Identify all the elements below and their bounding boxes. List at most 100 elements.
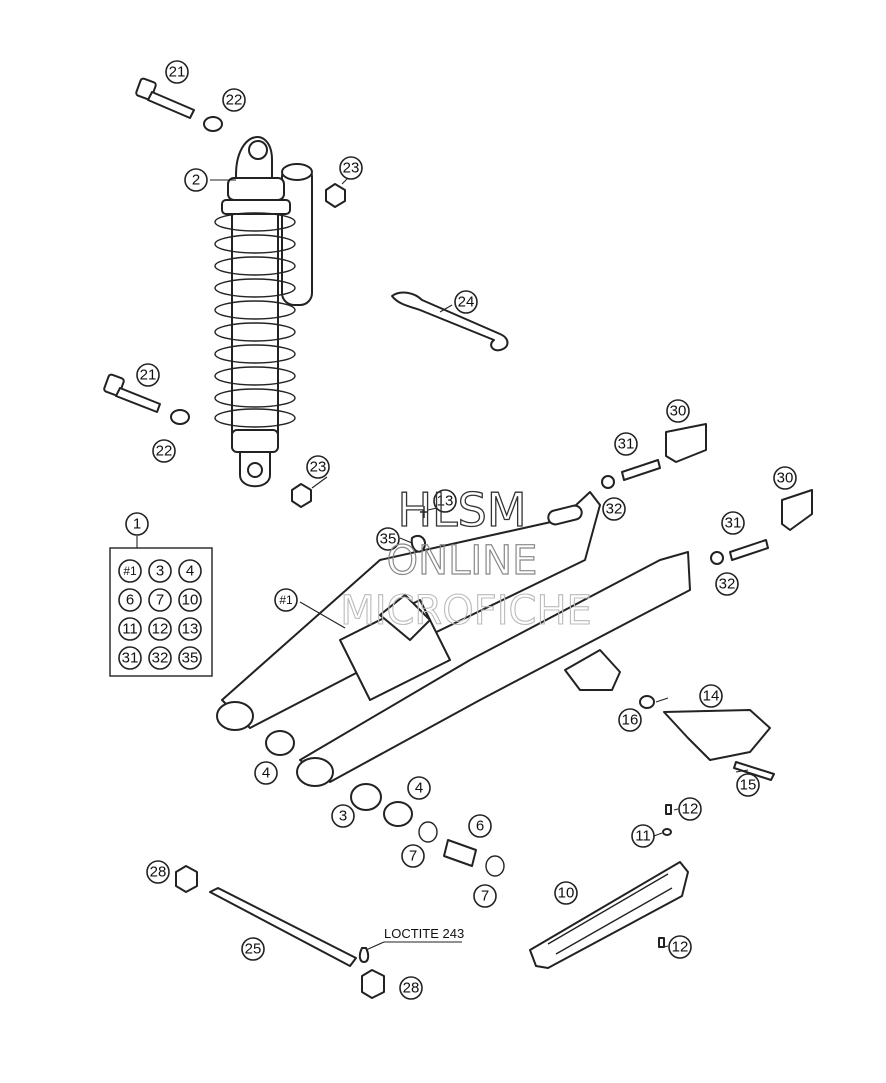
svg-text:23: 23 — [310, 459, 327, 476]
chain-guide-14 — [663, 709, 771, 761]
svg-text:15: 15 — [740, 777, 757, 794]
callout-11: 11 — [631, 824, 655, 848]
svg-text:7: 7 — [156, 592, 164, 609]
kit-item: 6 — [118, 588, 142, 612]
callout-21-lower: 21 — [136, 363, 160, 387]
callout-7-left: 7 — [401, 844, 425, 868]
callout-15: 15 — [736, 773, 760, 797]
bolt-31-lower — [729, 539, 769, 561]
callout-16: 16 — [618, 708, 642, 732]
grease-nipple-13 — [420, 506, 428, 518]
callout-22-lower: 22 — [152, 439, 176, 463]
kit-item: #1 — [118, 559, 142, 583]
bolt-21-lower — [103, 373, 161, 413]
svg-text:32: 32 — [152, 650, 169, 667]
svg-text:6: 6 — [126, 592, 134, 609]
watermark: HLSM ONLINE MICROFICHE — [340, 482, 593, 634]
svg-text:24: 24 — [458, 294, 475, 311]
kit-item: 12 — [148, 617, 172, 641]
svg-text:11: 11 — [122, 621, 138, 638]
nut-28-lower — [361, 969, 385, 999]
svg-text:35: 35 — [380, 531, 397, 548]
svg-text:31: 31 — [725, 515, 742, 532]
bushing-4-right — [383, 801, 413, 827]
svg-text:HLSM: HLSM — [397, 483, 526, 537]
callout-12-lower: 12 — [668, 935, 692, 959]
svg-text:6: 6 — [476, 818, 484, 835]
nut-23-upper — [325, 183, 346, 208]
callout-23-upper: 23 — [339, 156, 363, 180]
chain-slider-10 — [529, 861, 689, 969]
svg-text:#1: #1 — [279, 593, 293, 607]
svg-text:35: 35 — [182, 650, 199, 667]
svg-text:14: 14 — [703, 688, 720, 705]
o-ring-7-right — [485, 855, 505, 877]
callout-14: 14 — [699, 684, 723, 708]
svg-text:21: 21 — [140, 367, 157, 384]
kit-item: 31 — [118, 646, 142, 670]
callout-23-lower: 23 — [306, 455, 330, 479]
callout-10: 10 — [554, 881, 578, 905]
kit-item: 4 — [178, 559, 202, 583]
washer-22-lower — [170, 409, 190, 425]
callout-21-upper: 21 — [165, 60, 189, 84]
svg-text:32: 32 — [606, 501, 623, 518]
kit-box-items: #1 3 4 6 7 10 11 12 13 31 32 35 — [118, 559, 202, 670]
o-ring-7-left — [418, 821, 438, 843]
screw-12-lower — [658, 937, 665, 948]
callout-swingarm: #1 — [274, 588, 298, 612]
callout-7-right: 7 — [473, 884, 497, 908]
callout-6: 6 — [468, 814, 492, 838]
svg-text:25: 25 — [245, 941, 262, 958]
screw-12-upper — [665, 804, 672, 815]
spacer-6 — [443, 839, 477, 867]
bushing-4-left — [265, 730, 295, 756]
svg-text:3: 3 — [339, 808, 347, 825]
loctite-drop — [358, 947, 370, 963]
callout-35: 35 — [376, 527, 400, 551]
callout-24: 24 — [454, 290, 478, 314]
svg-text:11: 11 — [635, 828, 651, 845]
svg-text:10: 10 — [182, 592, 199, 609]
hook-wrench-24 — [391, 291, 509, 352]
callout-32-upper: 32 — [602, 497, 626, 521]
callout-22-upper: 22 — [222, 88, 246, 112]
callout-13: 13 — [433, 489, 457, 513]
nut-16 — [639, 695, 655, 709]
kit-item: 3 — [148, 559, 172, 583]
callout-1: 1 — [125, 512, 149, 536]
svg-text:13: 13 — [182, 621, 199, 638]
clip-35 — [410, 534, 426, 553]
nut-28-upper — [175, 865, 198, 893]
bolt-21-upper — [135, 77, 195, 119]
callout-28-lower: 28 — [399, 976, 423, 1000]
svg-text:1: 1 — [133, 516, 141, 533]
kit-item: 11 — [118, 617, 142, 641]
axle-25 — [209, 887, 357, 967]
block-30-upper — [665, 423, 707, 463]
washer-22-upper — [203, 116, 223, 132]
svg-text:31: 31 — [122, 650, 139, 667]
callout-30-lower: 30 — [773, 466, 797, 490]
svg-text:2: 2 — [192, 172, 200, 189]
callout-32-lower: 32 — [715, 572, 739, 596]
svg-text:23: 23 — [343, 160, 360, 177]
callout-25: 25 — [241, 937, 265, 961]
svg-text:3: 3 — [156, 563, 164, 580]
svg-text:22: 22 — [156, 443, 173, 460]
callouts: 1 21 22 2 23 24 21 22 23 30 31 32 30 31 … — [125, 60, 797, 1000]
svg-text:28: 28 — [403, 980, 420, 997]
callout-30-upper: 30 — [666, 399, 690, 423]
callout-12-upper: 12 — [678, 797, 702, 821]
kit-item: 10 — [178, 588, 202, 612]
svg-text:10: 10 — [558, 885, 575, 902]
svg-text:12: 12 — [682, 801, 699, 818]
callout-2: 2 — [184, 168, 208, 192]
svg-text:7: 7 — [409, 848, 417, 865]
svg-text:13: 13 — [437, 493, 454, 510]
svg-text:MICROFICHE: MICROFICHE — [340, 588, 592, 634]
svg-text:7: 7 — [481, 888, 489, 905]
svg-text:4: 4 — [186, 563, 194, 580]
bolt-15 — [733, 761, 775, 781]
